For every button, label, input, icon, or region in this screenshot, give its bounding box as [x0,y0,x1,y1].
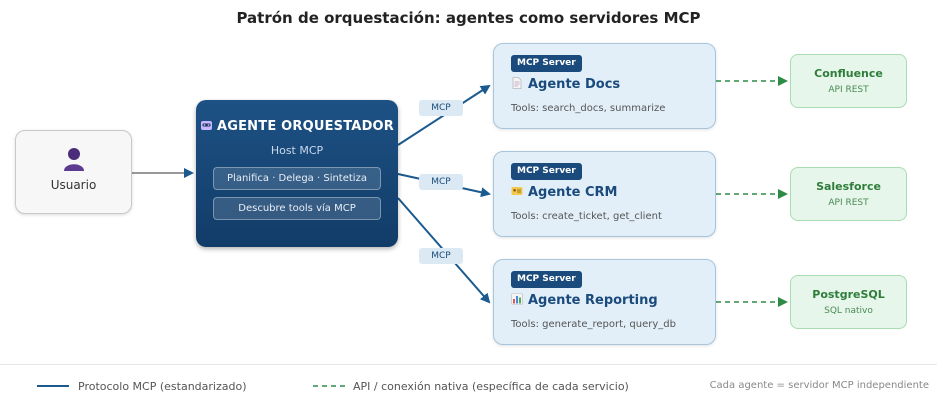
service-confluence-name: Confluence [814,67,883,80]
robot-icon [200,121,212,130]
agent-reporting-node[interactable]: MCP Server Agente Reporting Tools: gener… [493,259,716,345]
orchestrator-title: AGENTE ORQUESTADOR [216,119,395,134]
agent-docs-name: Agente Docs [528,77,621,92]
agent-crm-node[interactable]: MCP Server Agente CRM Tools: create_tick… [493,151,716,237]
agent-reporting-tools: Tools: generate_report, query_db [511,319,676,330]
service-confluence-sub: API REST [828,85,869,95]
legend-divider [0,364,937,365]
user-node[interactable]: Usuario [15,130,132,214]
service-salesforce-node[interactable]: Salesforce API REST [790,167,907,221]
agent-docs-tools: Tools: search_docs, summarize [511,103,666,114]
agent-reporting-name: Agente Reporting [528,293,658,308]
service-postgresql-name: PostgreSQL [812,288,885,301]
legend-note: Cada agente = servidor MCP independiente [709,380,929,391]
bar-chart-icon [511,293,523,305]
agent-reporting-name-row: Agente Reporting [511,293,658,308]
edge-label-reporting: MCP [419,248,463,264]
orchestrator-title-row: AGENTE ORQUESTADOR [196,119,398,134]
service-salesforce-sub: API REST [828,198,869,208]
mcp-server-badge: MCP Server [511,55,582,72]
agent-crm-name: Agente CRM [528,185,618,200]
document-icon [512,77,522,89]
user-label: Usuario [50,178,97,192]
service-confluence-node[interactable]: Confluence API REST [790,54,907,108]
agent-crm-name-row: Agente CRM [511,185,617,200]
mcp-server-badge: MCP Server [511,163,582,180]
id-card-icon [511,187,523,195]
orchestrator-pill-discovery: Descubre tools vía MCP [213,197,381,220]
legend-mcp-label: Protocolo MCP (estandarizado) [78,380,247,393]
diagram-title: Patrón de orquestación: agentes como ser… [236,9,701,27]
agent-docs-node[interactable]: MCP Server Agente Docs Tools: search_doc… [493,43,716,129]
agent-crm-tools: Tools: create_ticket, get_client [511,211,662,222]
edge-label-docs: MCP [419,100,463,116]
service-postgresql-node[interactable]: PostgreSQL SQL nativo [790,275,907,329]
user-icon [64,148,84,171]
orchestrator-pill-capabilities: Planifica · Delega · Sintetiza [213,167,381,190]
agent-docs-name-row: Agente Docs [511,77,620,92]
legend-api-label: API / conexión nativa (específica de cad… [353,380,629,393]
service-postgresql-sub: SQL nativo [824,306,873,316]
mcp-server-badge: MCP Server [511,271,582,288]
service-salesforce-name: Salesforce [816,180,881,193]
orchestrator-node[interactable]: AGENTE ORQUESTADOR Host MCP Planifica · … [196,100,398,247]
edge-label-crm: MCP [419,174,463,190]
orchestrator-subtitle: Host MCP [270,144,324,157]
